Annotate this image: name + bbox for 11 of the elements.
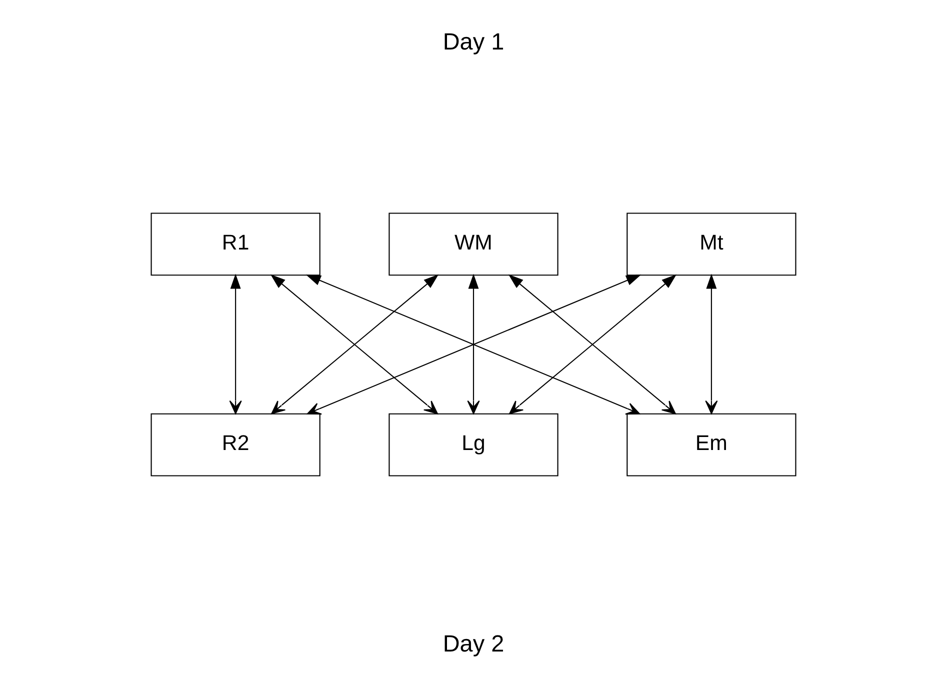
node-box: Em	[626, 413, 796, 476]
arrow	[466, 274, 480, 414]
label: Day 2	[442, 630, 504, 656]
node-box: WM	[388, 212, 558, 276]
node-box: R2	[150, 413, 320, 476]
node-box: R1	[150, 212, 320, 276]
label: Day 1	[442, 28, 504, 55]
arrow	[704, 274, 718, 414]
node-box: Lg	[388, 413, 558, 476]
node-box: Mt	[626, 212, 796, 276]
arrow	[228, 274, 242, 414]
